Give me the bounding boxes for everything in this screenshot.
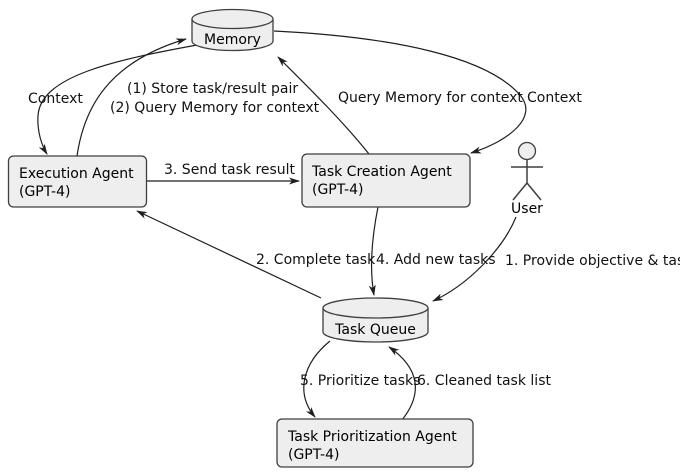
edge-label-add-new-tasks: 4. Add new tasks bbox=[376, 252, 496, 268]
edge-label-context-right: Context bbox=[527, 90, 582, 106]
task-prioritization-agent-label-line2: (GPT-4) bbox=[288, 447, 339, 463]
task-queue-cylinder-top bbox=[322, 297, 429, 319]
task-prioritization-agent-label-line1: Task Prioritization Agent bbox=[287, 429, 457, 445]
user-actor-head-icon bbox=[517, 141, 537, 161]
memory-label: Memory bbox=[204, 32, 261, 48]
edge-memory-to-creation-context bbox=[273, 30, 527, 154]
edge-label-store-pair: (1) Store task/result pair bbox=[127, 81, 298, 97]
user-actor-right-leg bbox=[526, 182, 542, 201]
edge-label-query-memory: Query Memory for context bbox=[338, 90, 523, 106]
edge-label-query-context: (2) Query Memory for context bbox=[110, 100, 320, 116]
user-label: User bbox=[511, 201, 543, 217]
edge-label-complete-task: 2. Complete task bbox=[256, 252, 376, 268]
edge-creation-to-queue-add-tasks bbox=[368, 206, 379, 296]
node-user-actor: User bbox=[511, 141, 543, 217]
execution-agent-label-line2: (GPT-4) bbox=[19, 184, 70, 200]
task-queue-label: Task Queue bbox=[334, 322, 416, 338]
edge-label-prioritize-tasks: 5. Prioritize tasks bbox=[300, 373, 420, 389]
edge-execution-to-memory-store-query bbox=[76, 38, 187, 157]
edge-label-cleaned-task-list: 6. Cleaned task list bbox=[417, 373, 551, 389]
node-task-prioritization-agent: Task Prioritization Agent (GPT-4) bbox=[276, 418, 474, 468]
memory-cylinder-top bbox=[191, 8, 274, 30]
task-creation-agent-box bbox=[301, 153, 471, 208]
node-task-creation-agent: Task Creation Agent (GPT-4) bbox=[301, 153, 471, 208]
node-task-queue: Task Queue bbox=[322, 297, 429, 343]
edge-creation-to-memory-query bbox=[277, 56, 370, 155]
edge-prioritization-to-queue bbox=[388, 346, 416, 421]
edge-label-context-left: Context bbox=[28, 91, 83, 107]
node-memory: Memory bbox=[191, 8, 274, 52]
execution-agent-box bbox=[7, 155, 148, 208]
user-actor-left-leg bbox=[512, 182, 528, 201]
task-creation-agent-label-line2: (GPT-4) bbox=[312, 182, 363, 198]
edge-label-send-task-result: 3. Send task result bbox=[164, 162, 296, 178]
edge-user-to-queue-provide-objective bbox=[432, 216, 517, 302]
node-execution-agent: Execution Agent (GPT-4) bbox=[7, 155, 148, 208]
edge-label-provide-objective: 1. Provide objective & task bbox=[505, 253, 680, 269]
task-prioritization-agent-box bbox=[276, 418, 474, 468]
task-creation-agent-label-line1: Task Creation Agent bbox=[311, 164, 452, 180]
edge-queue-to-prioritization bbox=[303, 340, 331, 418]
execution-agent-label-line1: Execution Agent bbox=[19, 166, 134, 182]
edge-queue-to-execution-complete-task bbox=[136, 210, 322, 299]
edge-memory-to-execution-context bbox=[37, 44, 198, 155]
